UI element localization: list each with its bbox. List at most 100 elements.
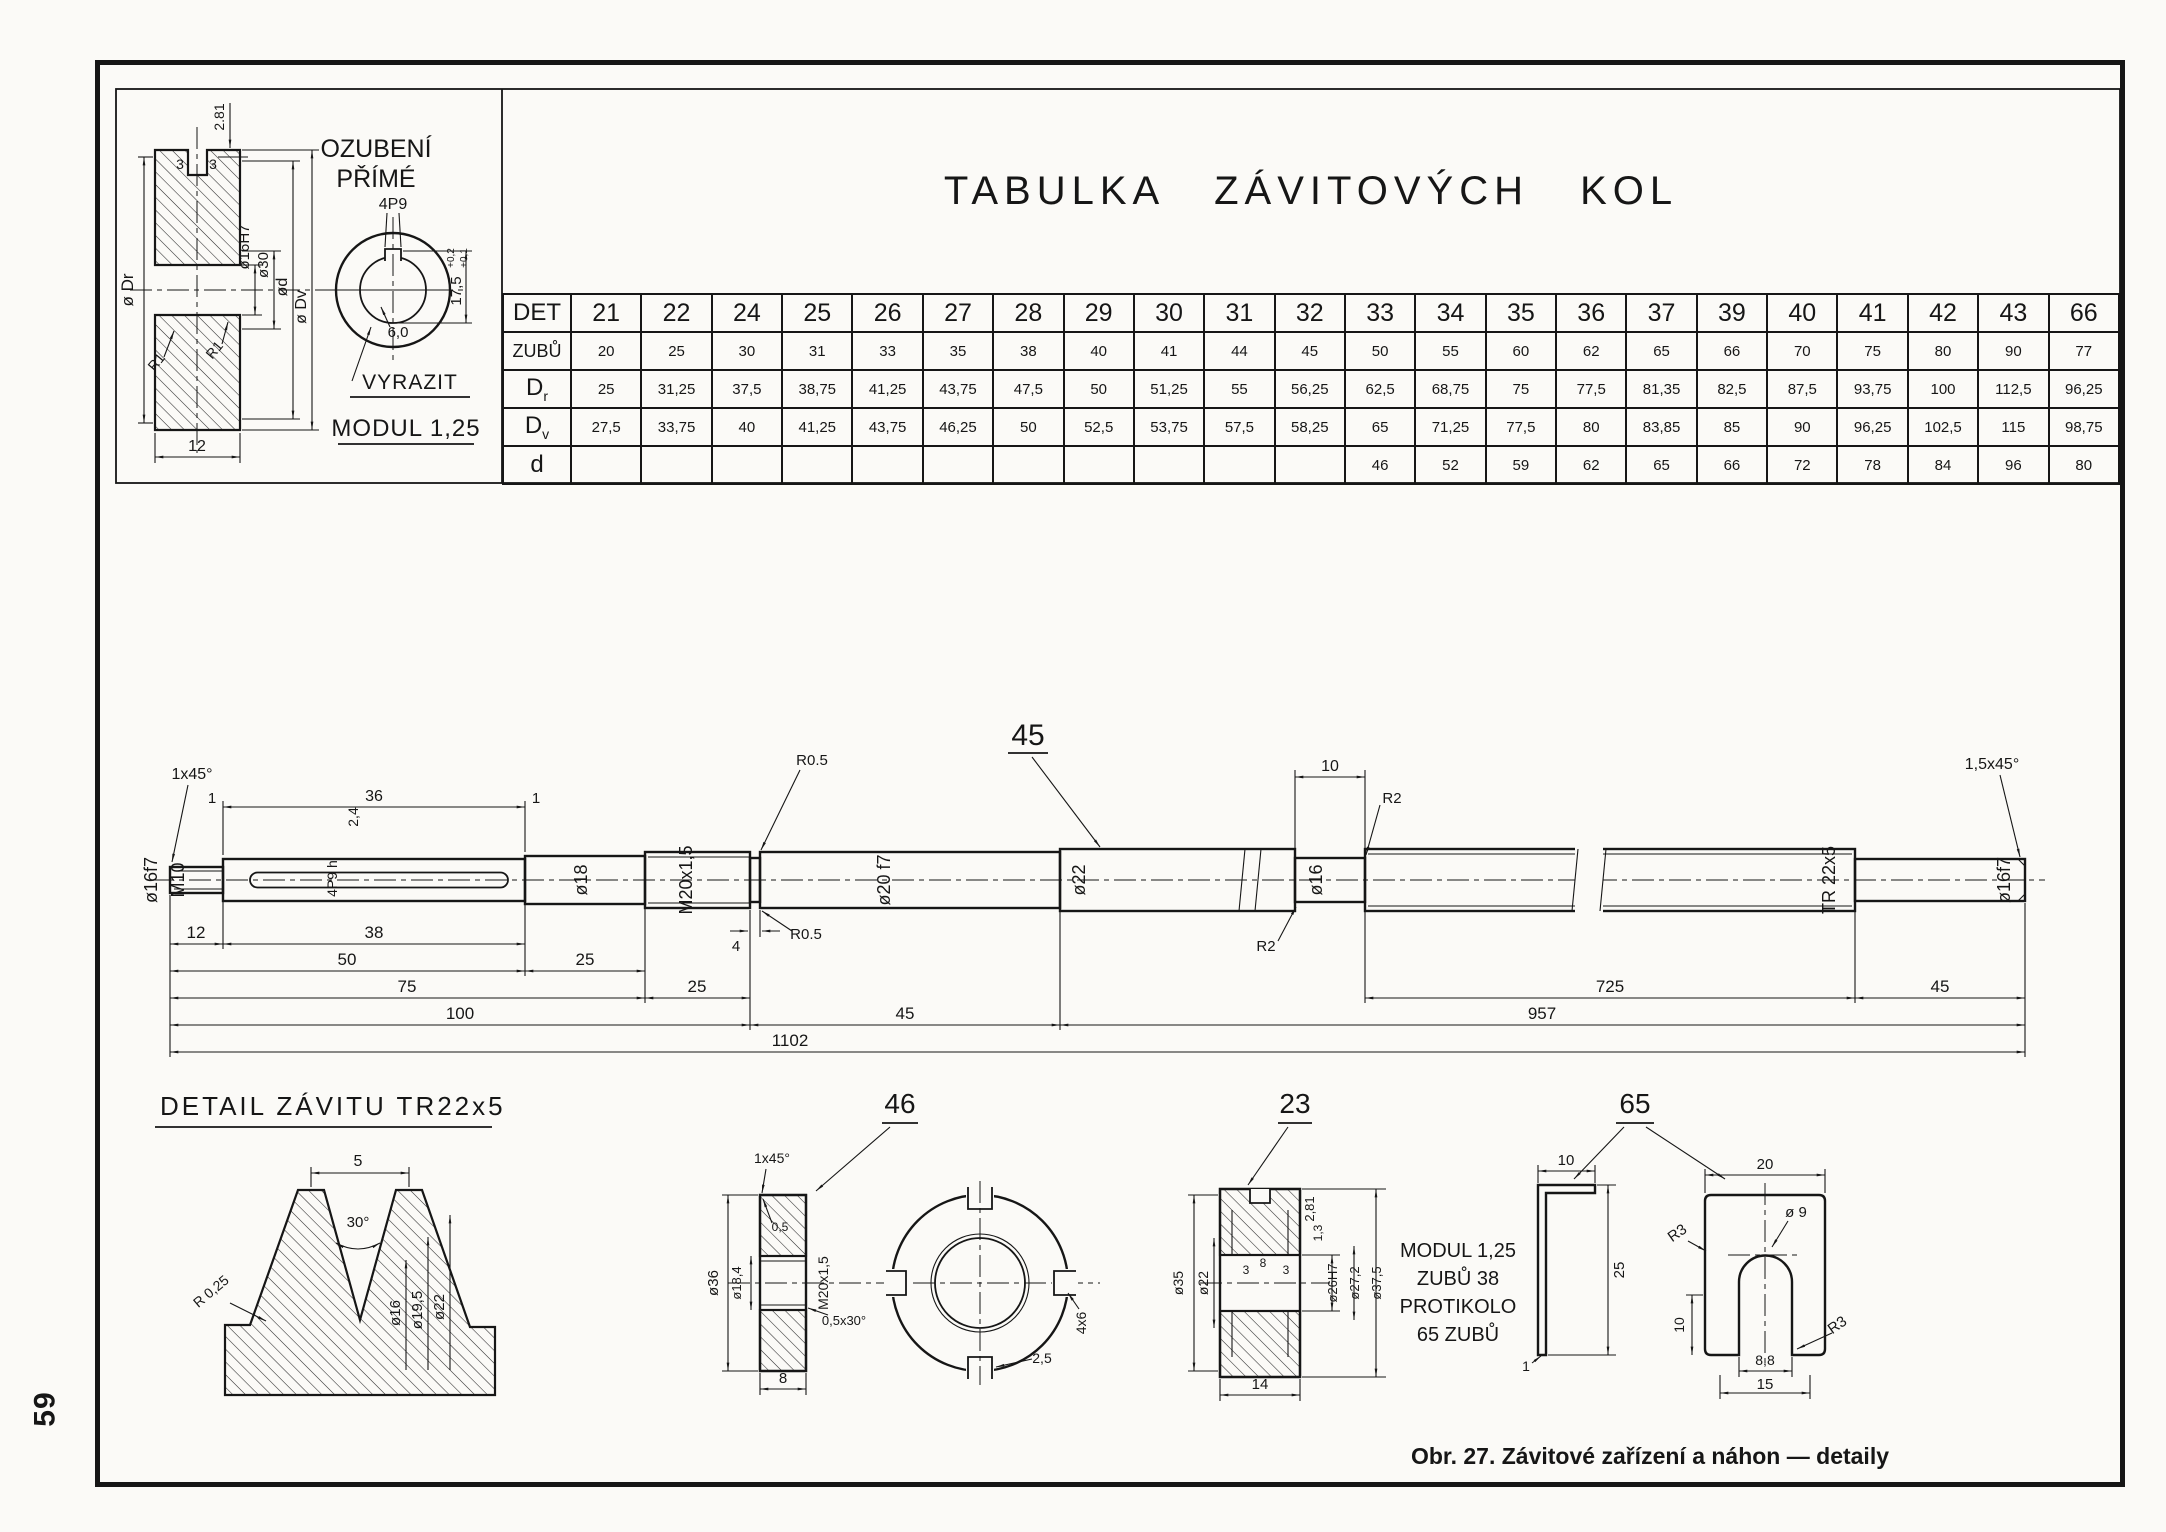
radius-label-r05-bottom: R0.5 (790, 926, 822, 943)
table-cell: 77 (2047, 331, 2121, 371)
table-cell: 66 (2047, 293, 2121, 333)
len-label-45b: 45 (1931, 977, 1950, 996)
detail-callout-46: 46 (884, 1088, 915, 1119)
dim-label-05: 0,5 (772, 1220, 789, 1234)
len-label-725: 725 (1596, 977, 1624, 996)
table-cell: 60 (1484, 331, 1558, 371)
row-header: ZUBŮ (502, 331, 572, 371)
dia-label-26h7: ø26H7 (1325, 1263, 1340, 1302)
table-cell: 30 (1132, 293, 1206, 333)
table-cell: 40 (1062, 331, 1135, 371)
shaft-outline (152, 847, 2045, 913)
table-cell: 82,5 (1695, 369, 1769, 409)
detail-65: 65 (1522, 1088, 1850, 1399)
table-cell (921, 445, 995, 485)
row-header: Dv (502, 407, 572, 447)
dia-label-16f7-left: ø16f7 (141, 857, 161, 903)
detail-46-labels: 1x45° ø36 ø18,4 0,5 0,5x30° M20x1,5 8 4x… (705, 1150, 1089, 1387)
table-cell: 85 (1695, 407, 1769, 447)
dia-label-22: ø22 (431, 1294, 448, 1320)
table-cell: 50 (1343, 331, 1417, 371)
table-cell: 62 (1555, 445, 1628, 485)
table-cell: 80 (1906, 331, 1980, 371)
dia-label-35: ø35 (1170, 1271, 1186, 1295)
note-line-1: MODUL 1,25 (1400, 1240, 1516, 1262)
chamfer2-label: 0,5x30° (822, 1313, 866, 1328)
note-line-3: PROTIKOLO (1400, 1296, 1517, 1318)
dia-label-dr: ø Dr (118, 273, 137, 306)
table-cell: 22 (640, 293, 713, 333)
table-cell: 36 (1555, 293, 1628, 333)
dia-label-272: ø27,2 (1347, 1266, 1362, 1299)
dim-label-60: 6,0 (388, 324, 409, 341)
dim-label-1b: 1 (532, 790, 540, 807)
table-cell: 43,75 (921, 369, 995, 409)
table-cell: 24 (710, 293, 784, 333)
dim-label-25: 25 (1611, 1262, 1628, 1279)
dia-label-dv: ø Dv (293, 290, 310, 324)
table-cell: 46 (1343, 445, 1417, 485)
table-cell: 87,5 (1766, 369, 1839, 409)
table-cell: 90 (1977, 331, 2050, 371)
table-cell: 70 (1766, 331, 1839, 371)
table-cell: 62 (1555, 331, 1628, 371)
table-cell: 33 (851, 331, 924, 371)
dim-label-13: 1,3 (1311, 1224, 1325, 1241)
page-number: 59 (28, 1391, 62, 1427)
table-cell: 58,25 (1273, 407, 1346, 447)
table-cell: 40 (710, 407, 784, 447)
len-label-1102: 1102 (772, 1031, 809, 1050)
table-cell: 59 (1484, 445, 1558, 485)
gear-front-view (320, 212, 474, 445)
dim-label-175: 17,5 (448, 276, 465, 305)
table-cell: 31 (1203, 293, 1276, 333)
table-cell (992, 445, 1065, 485)
dim-label-8: 8 (1260, 1256, 1267, 1270)
radius-label-r05-top: R0.5 (796, 752, 828, 769)
thread-detail: DETAIL ZÁVITU TR22x5 5 30° R 0,25 ø16 ø1… (155, 1091, 503, 1397)
pitch-label: 5 (354, 1153, 363, 1170)
table-cell: 65 (1343, 407, 1417, 447)
dim-label-10: 10 (1321, 758, 1339, 775)
len-label-75: 75 (398, 977, 417, 996)
table-cell: 20 (569, 331, 643, 371)
table-cell (710, 445, 784, 485)
table-cell (1062, 445, 1135, 485)
len-label-25a: 25 (576, 950, 595, 969)
table-cell (781, 445, 854, 485)
table-cell: 50 (992, 407, 1065, 447)
table-cell: 25 (781, 293, 854, 333)
dia-label-18: ø18 (571, 864, 591, 895)
gear-23-dimensions (1188, 1188, 1386, 1401)
dia-label-16: ø16 (387, 1300, 404, 1326)
gear-23-section-view (1200, 1187, 1330, 1379)
table-cell: 51,25 (1132, 369, 1206, 409)
len-label-957: 957 (1528, 1004, 1556, 1023)
row-header: DET (502, 293, 572, 333)
table-cell (851, 445, 924, 485)
row-header: d (502, 445, 572, 485)
dim-label-88: 8,8 (1755, 1352, 1775, 1368)
table-cell: 39 (1695, 293, 1769, 333)
table-cell: 28 (992, 293, 1065, 333)
dia-label-30: ø30 (255, 252, 272, 278)
table-cell: 45 (1273, 331, 1346, 371)
table-cell: 77,5 (1484, 407, 1558, 447)
detail-23-labels: 2,81 ø35 ø22 3 8 3 1,3 ø26H7 ø27,2 ø37,5… (1170, 1196, 1516, 1393)
figure-caption: Obr. 27. Závitové zařízení a náhon — det… (1410, 1443, 1890, 1469)
dia-label-16h7: ø16H7 (236, 224, 253, 269)
table-cell: 100 (1906, 369, 1980, 409)
table-cell (1273, 445, 1346, 485)
table-cell: 34 (1414, 293, 1487, 333)
thread-label-m20: M20x1,5 (676, 845, 696, 914)
table-cell: 46,25 (921, 407, 995, 447)
dim-label-3a: 3 (1243, 1263, 1250, 1277)
table-cell: 57,5 (1203, 407, 1276, 447)
table-cell: 30 (710, 331, 784, 371)
keyway-label: 4P9 (379, 196, 408, 213)
tol-label-hi: +0,2 (446, 248, 457, 268)
dia-label-22: ø22 (1069, 864, 1089, 895)
